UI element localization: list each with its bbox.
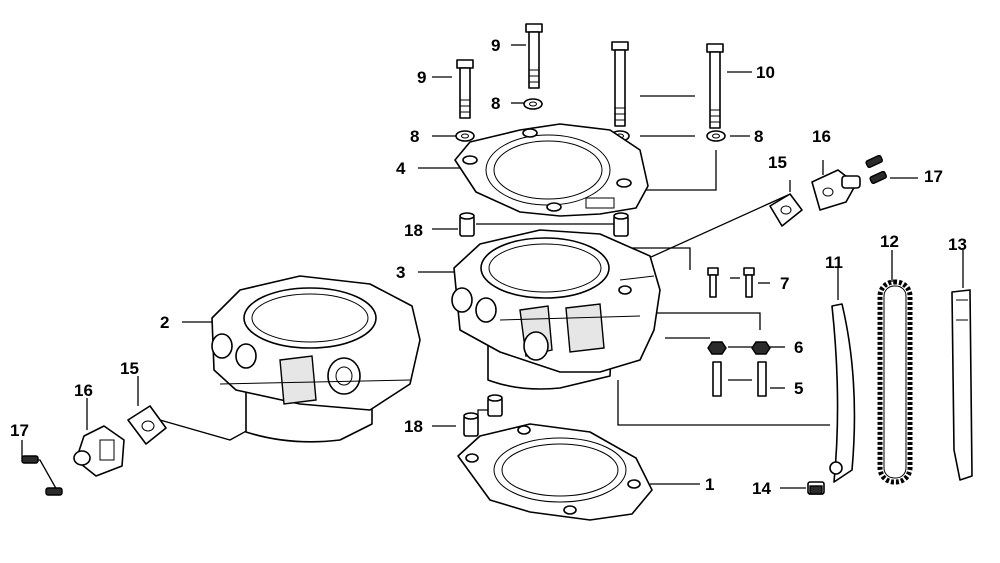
cam-chain-tensioner-right bbox=[811, 169, 861, 211]
callout-14: 14 bbox=[752, 479, 771, 498]
callout-13: 13 bbox=[948, 235, 967, 254]
cam-chain-tensioner-left bbox=[73, 425, 125, 477]
bolt-10-right bbox=[706, 43, 724, 129]
callout-8-center: 8 bbox=[491, 94, 500, 113]
cylinder-front bbox=[451, 229, 661, 390]
tensioner-bolts-right bbox=[865, 154, 887, 185]
bolt-9-left bbox=[456, 59, 474, 119]
stud-bolts-7 bbox=[707, 267, 755, 298]
callout-5: 5 bbox=[794, 379, 803, 398]
tensioner-gasket-left bbox=[127, 405, 167, 445]
callout-17-right: 17 bbox=[924, 167, 943, 186]
callout-15-right: 15 bbox=[768, 153, 787, 172]
callout-18-lower: 18 bbox=[404, 417, 423, 436]
callout-9-right: 9 bbox=[491, 36, 500, 55]
callout-12: 12 bbox=[880, 232, 899, 251]
callout-10: 10 bbox=[756, 63, 775, 82]
guide-bolt-14 bbox=[807, 481, 825, 495]
callout-11: 11 bbox=[825, 253, 843, 272]
callout-4: 4 bbox=[396, 159, 406, 178]
base-gasket bbox=[457, 423, 653, 521]
callout-16-right: 16 bbox=[812, 127, 831, 146]
dowel-pins-lower bbox=[463, 394, 503, 437]
nuts-6 bbox=[707, 341, 771, 355]
callout-7: 7 bbox=[780, 274, 789, 293]
tensioner-bolts-left bbox=[21, 455, 63, 496]
callout-3: 3 bbox=[396, 263, 405, 282]
dowel-pins-upper bbox=[459, 212, 629, 237]
callout-18-upper: 18 bbox=[404, 221, 423, 240]
tensioner-gasket-right bbox=[769, 193, 803, 227]
callout-16-left: 16 bbox=[74, 381, 93, 400]
callout-8-right: 8 bbox=[754, 127, 763, 146]
leader-lines bbox=[21, 44, 964, 493]
callout-6: 6 bbox=[794, 338, 803, 357]
callout-15-left: 15 bbox=[120, 359, 139, 378]
chain-guide-13 bbox=[951, 289, 973, 481]
stud-bolts-5 bbox=[712, 361, 767, 397]
callout-8-left: 8 bbox=[410, 127, 419, 146]
chain-guide-11 bbox=[829, 303, 856, 483]
cylinder-rear bbox=[211, 275, 421, 443]
bolt-9-right bbox=[525, 23, 543, 89]
head-gasket bbox=[454, 123, 649, 217]
callout-1: 1 bbox=[705, 475, 714, 494]
callout-17-left: 17 bbox=[10, 421, 29, 440]
callout-2: 2 bbox=[160, 313, 169, 332]
callout-labels: 1 2 3 4 5 6 7 8 8 8 9 9 10 11 12 13 14 1… bbox=[10, 36, 967, 498]
cam-chain bbox=[877, 279, 913, 485]
bolt-10-left bbox=[611, 41, 629, 127]
callout-9-left: 9 bbox=[417, 68, 426, 87]
